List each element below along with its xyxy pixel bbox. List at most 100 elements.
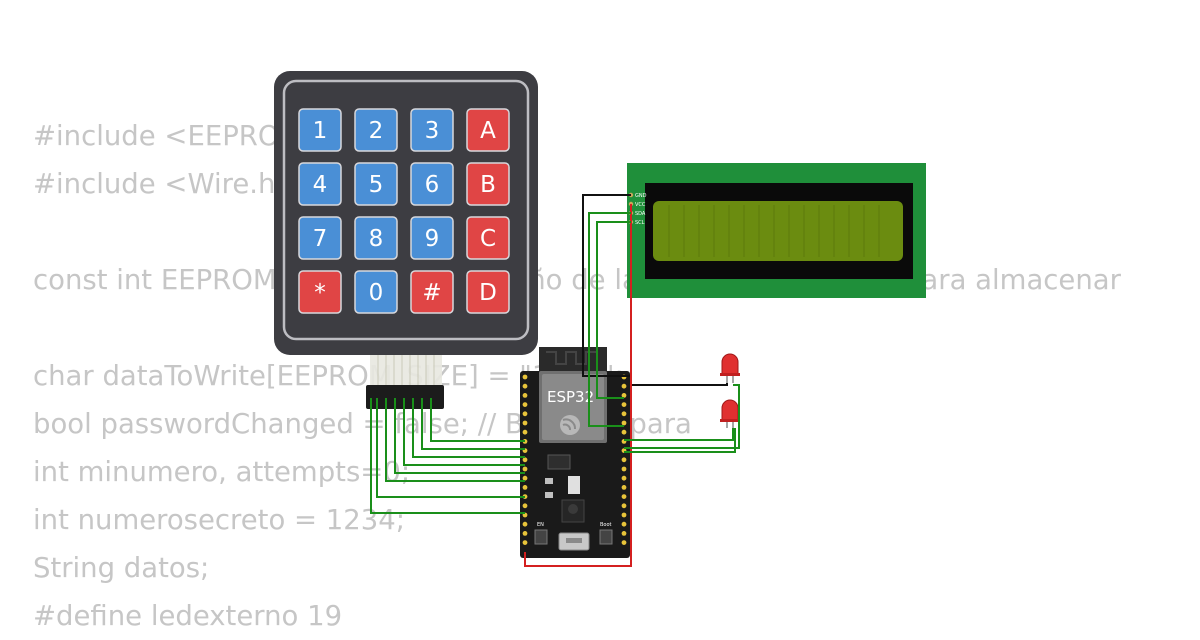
key-cap — [354, 162, 398, 206]
key-cap — [466, 270, 510, 314]
wire-keypad-6[interactable] — [385, 398, 525, 482]
header-pin[interactable] — [522, 540, 528, 545]
header-pin[interactable] — [621, 383, 627, 389]
header-pin[interactable] — [522, 402, 528, 407]
header-pin[interactable] — [522, 374, 528, 380]
wire-keypad-2[interactable] — [421, 398, 525, 450]
key-cap — [354, 108, 398, 152]
key-cap — [410, 270, 454, 314]
code-line: int numerosecreto = 1234; — [33, 504, 406, 536]
key-label: A — [480, 118, 496, 144]
wire-sda[interactable] — [588, 212, 631, 427]
key-1[interactable]: 1 — [298, 108, 342, 152]
en-button[interactable] — [534, 529, 548, 545]
key-cap — [466, 216, 510, 260]
key-B[interactable]: B — [466, 162, 510, 206]
wires — [370, 194, 740, 567]
header-pin[interactable] — [621, 475, 627, 481]
header-pin[interactable] — [522, 393, 528, 398]
key-cap — [466, 162, 510, 206]
header-pin[interactable] — [621, 402, 627, 407]
header-pin[interactable] — [621, 393, 627, 398]
keypad-ribbon-cable — [370, 355, 442, 385]
header-pin[interactable] — [621, 420, 627, 426]
wire-keypad-8[interactable] — [370, 398, 525, 514]
key-label: # — [422, 280, 441, 306]
key-label: 0 — [369, 280, 384, 306]
header-pin[interactable] — [522, 457, 528, 463]
header-pin[interactable] — [522, 475, 528, 481]
key-6[interactable]: 6 — [410, 162, 454, 206]
wire-keypad-7[interactable] — [376, 398, 525, 498]
key-label: 5 — [369, 172, 384, 198]
key-label: D — [479, 280, 497, 306]
header-pin[interactable] — [522, 485, 528, 490]
key-cap — [298, 162, 342, 206]
header-pin[interactable] — [621, 512, 627, 518]
header-pin[interactable] — [621, 429, 627, 435]
esp32-pin-headers — [522, 374, 627, 545]
espressif-logo-icon — [560, 415, 580, 435]
header-pin[interactable] — [621, 466, 627, 472]
lcd-16x2-i2c[interactable]: GND VCC SDA SCL — [627, 163, 926, 298]
code-line: int minumero, attempts=0; — [33, 456, 411, 488]
lcd-pin-header: GND VCC SDA SCL — [628, 192, 647, 226]
key-C[interactable]: C — [466, 216, 510, 260]
key-#[interactable]: # — [410, 270, 454, 314]
en-label: EN — [537, 522, 544, 528]
wire-gnd[interactable] — [582, 194, 631, 377]
wire-keypad-5[interactable] — [394, 398, 525, 474]
header-pin[interactable] — [522, 411, 528, 417]
wire-led1-gnd[interactable] — [631, 383, 728, 386]
header-pin[interactable] — [621, 503, 627, 509]
key-cap — [354, 270, 398, 314]
header-pin[interactable] — [522, 503, 528, 509]
lcd-character-grid — [668, 205, 880, 257]
key-3[interactable]: 3 — [410, 108, 454, 152]
key-A[interactable]: A — [466, 108, 510, 152]
header-pin[interactable] — [621, 540, 627, 545]
key-cap — [298, 216, 342, 260]
code-line: #define ledexterno 19 — [33, 600, 343, 632]
header-pin[interactable] — [522, 420, 528, 426]
key-*[interactable]: * — [298, 270, 342, 314]
wire-keypad-4[interactable] — [403, 398, 525, 466]
header-pin[interactable] — [621, 411, 627, 417]
key-cap — [410, 216, 454, 260]
esp32-devkit[interactable]: ESP32 Boot EN — [520, 347, 630, 558]
esp32-label: ESP32 — [547, 388, 594, 406]
wire-vcc[interactable] — [524, 204, 632, 567]
wire-keypad-3[interactable] — [412, 398, 525, 458]
key-5[interactable]: 5 — [354, 162, 398, 206]
wire-led2-gnd[interactable] — [624, 428, 736, 453]
header-pin[interactable] — [621, 521, 627, 527]
key-9[interactable]: 9 — [410, 216, 454, 260]
boot-button[interactable] — [599, 529, 613, 545]
key-4[interactable]: 4 — [298, 162, 342, 206]
header-pin[interactable] — [621, 531, 627, 536]
lcd-pin-gnd-label: GND — [635, 193, 647, 199]
header-pin[interactable] — [522, 429, 528, 435]
key-2[interactable]: 2 — [354, 108, 398, 152]
header-pin[interactable] — [522, 531, 528, 536]
key-0[interactable]: 0 — [354, 270, 398, 314]
wire-led2-signal[interactable] — [624, 384, 740, 449]
wire-keypad-1[interactable] — [430, 398, 525, 442]
header-pin[interactable] — [522, 383, 528, 389]
key-D[interactable]: D — [466, 270, 510, 314]
header-pin[interactable] — [621, 485, 627, 490]
led-red-2[interactable] — [720, 399, 740, 428]
header-pin[interactable] — [522, 466, 528, 472]
header-pin[interactable] — [522, 521, 528, 527]
header-pin[interactable] — [621, 457, 627, 463]
wire-scl[interactable] — [596, 221, 631, 399]
key-label: 8 — [369, 226, 384, 252]
header-pin[interactable] — [621, 494, 627, 499]
keypad-border — [282, 79, 530, 341]
wire-led1-signal[interactable] — [624, 428, 734, 441]
led-red-1[interactable] — [720, 353, 740, 383]
key-8[interactable]: 8 — [354, 216, 398, 260]
key-7[interactable]: 7 — [298, 216, 342, 260]
